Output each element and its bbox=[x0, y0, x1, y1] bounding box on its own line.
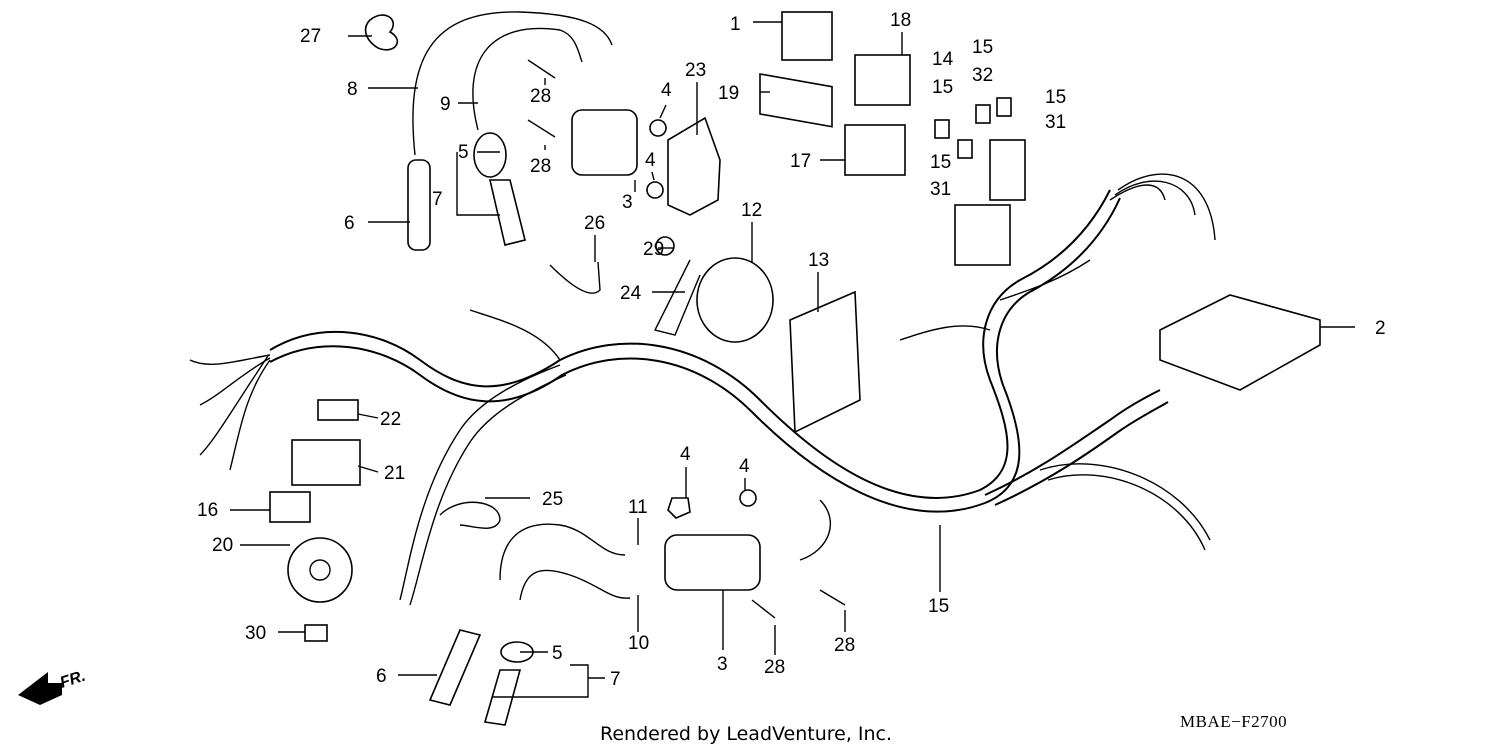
module-part-21 bbox=[291, 439, 361, 486]
callout-16: 16 bbox=[197, 500, 218, 521]
unit-part-19 bbox=[759, 73, 833, 128]
nut-4-d bbox=[739, 489, 757, 507]
plug-cap-top bbox=[407, 159, 431, 251]
callout-28-a: 28 bbox=[530, 86, 551, 107]
relay-part-1 bbox=[781, 11, 833, 61]
callout-4-d: 4 bbox=[739, 456, 750, 477]
callout-labels: 1 2 3 3 4 4 4 4 5 5 6 6 7 7 8 9 10 11 12… bbox=[197, 10, 1386, 690]
callout-17: 17 bbox=[790, 151, 811, 172]
ecu-part-2 bbox=[1159, 294, 1321, 391]
callout-32: 32 bbox=[972, 65, 993, 86]
callout-4-a: 4 bbox=[661, 80, 672, 101]
plug-cap-7-top bbox=[488, 179, 526, 246]
bracket-part-23 bbox=[667, 116, 721, 216]
unit-part-17 bbox=[844, 124, 906, 176]
nut-4-b bbox=[646, 181, 664, 199]
horn-part-20 bbox=[287, 537, 353, 603]
callout-23: 23 bbox=[685, 60, 706, 81]
plug-lead-9 bbox=[472, 27, 583, 131]
callout-19: 19 bbox=[718, 83, 739, 104]
callout-5-top: 5 bbox=[458, 142, 469, 163]
plug-cap-bottom bbox=[428, 629, 482, 706]
callout-5-bottom: 5 bbox=[552, 643, 563, 664]
plug-lead-8 bbox=[412, 11, 613, 156]
callout-28-c: 28 bbox=[764, 657, 785, 678]
callout-15-harness: 15 bbox=[928, 596, 949, 617]
callout-13: 13 bbox=[808, 250, 829, 271]
callout-6-top: 6 bbox=[344, 213, 355, 234]
fuse-box bbox=[954, 204, 1011, 266]
diagram-code: MBAE−F2700 bbox=[1180, 712, 1287, 731]
callout-1: 1 bbox=[730, 14, 741, 35]
callout-31-a: 31 bbox=[1045, 112, 1066, 133]
leader-lines bbox=[230, 21, 1355, 698]
front-direction-label: FR. bbox=[58, 668, 88, 692]
relay-part-18 bbox=[854, 54, 911, 106]
callout-31-b: 31 bbox=[930, 179, 951, 200]
callout-11: 11 bbox=[628, 497, 648, 518]
callout-28-d: 28 bbox=[834, 635, 855, 656]
clip-part-27 bbox=[364, 14, 399, 51]
fuse-15-b bbox=[957, 139, 973, 159]
fuse-15-a bbox=[934, 119, 950, 139]
nut-4-a bbox=[649, 119, 667, 137]
callout-24: 24 bbox=[620, 283, 642, 304]
fuse-31 bbox=[996, 97, 1012, 117]
fuse-box-lid bbox=[989, 139, 1026, 201]
callout-2: 2 bbox=[1375, 318, 1386, 339]
callout-3-bottom: 3 bbox=[717, 654, 728, 675]
callout-28-b: 28 bbox=[530, 156, 551, 177]
bolt-part-30 bbox=[304, 624, 328, 642]
connector-part-16 bbox=[269, 491, 311, 523]
callout-15-d: 15 bbox=[930, 152, 951, 173]
nut-4-c bbox=[667, 497, 691, 519]
callout-7-top: 7 bbox=[432, 189, 443, 210]
callout-3-top: 3 bbox=[622, 192, 633, 213]
direction-arrow-icon bbox=[18, 672, 62, 705]
ignition-coil-top bbox=[571, 109, 638, 176]
sensor-part-12 bbox=[696, 257, 774, 343]
callout-10: 10 bbox=[628, 633, 649, 654]
callout-9: 9 bbox=[440, 94, 451, 115]
callout-7-bottom: 7 bbox=[610, 669, 621, 690]
fuse-32 bbox=[975, 104, 991, 124]
stay-part-24 bbox=[653, 259, 701, 336]
callout-30: 30 bbox=[245, 623, 266, 644]
callout-20: 20 bbox=[212, 535, 233, 556]
band-part-25 bbox=[439, 501, 501, 529]
ignition-coil-bottom bbox=[664, 534, 761, 591]
connector-part-22 bbox=[317, 399, 359, 421]
seal-5-top bbox=[473, 132, 507, 178]
callout-15-b: 15 bbox=[972, 37, 993, 58]
nut-part-29 bbox=[655, 236, 675, 256]
callout-29: 29 bbox=[643, 239, 664, 260]
main-wire-harness bbox=[189, 173, 1216, 606]
callout-21: 21 bbox=[384, 463, 405, 484]
render-credit: Rendered by LeadVenture, Inc. bbox=[600, 723, 892, 745]
callout-22: 22 bbox=[380, 409, 401, 430]
callout-12: 12 bbox=[741, 200, 762, 221]
callout-18: 18 bbox=[890, 10, 911, 31]
callout-4-b: 4 bbox=[645, 150, 656, 171]
callout-26: 26 bbox=[584, 213, 605, 234]
callout-27: 27 bbox=[300, 26, 321, 47]
callout-6-bottom: 6 bbox=[376, 666, 387, 687]
callout-15-c: 15 bbox=[1045, 87, 1066, 108]
band-part-26 bbox=[549, 261, 601, 294]
callout-8: 8 bbox=[347, 79, 358, 100]
callout-4-c: 4 bbox=[680, 444, 691, 465]
plate-part-13 bbox=[789, 290, 861, 434]
callout-25: 25 bbox=[542, 489, 563, 510]
callout-14: 14 bbox=[932, 49, 954, 70]
callout-15-a: 15 bbox=[932, 77, 953, 98]
